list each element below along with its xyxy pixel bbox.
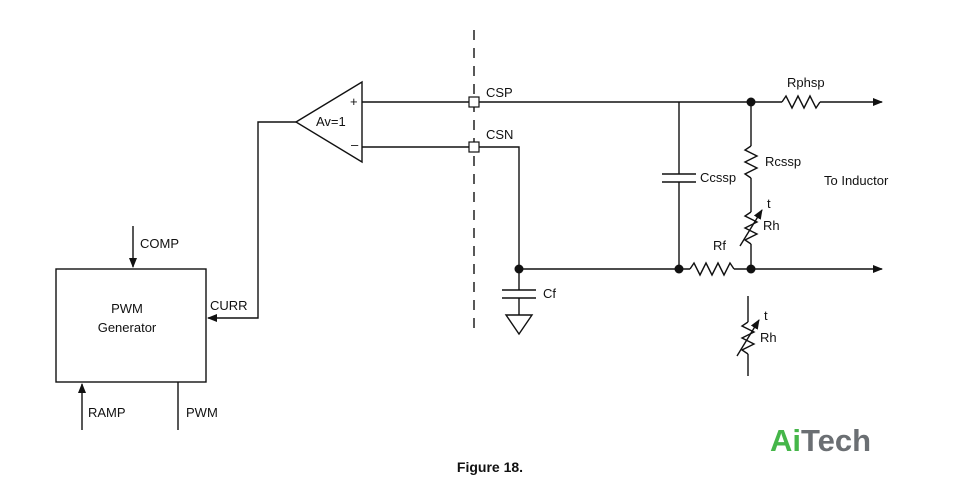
junction-dot — [674, 264, 684, 274]
rh-lower-label: Rh — [760, 330, 777, 345]
rh-thermistor-lower — [740, 321, 756, 355]
amplifier-minus: – — [351, 137, 359, 152]
logo-ai-text: Ai — [770, 423, 801, 458]
csn-pin — [468, 141, 480, 153]
csp-pin — [468, 96, 480, 108]
to-inductor-label: To Inductor — [824, 173, 889, 188]
ground-icon — [504, 314, 534, 336]
rh-thermistor-upper-arrow — [739, 209, 763, 247]
junction-dot — [746, 264, 756, 274]
aitech-logo: AiTech — [770, 423, 871, 458]
rh-thermistor-lower-arrow — [736, 319, 760, 357]
curr-label: CURR — [210, 298, 248, 313]
rh-thermistor-upper — [743, 211, 759, 245]
csn-wire — [362, 146, 520, 269]
pwm-generator-block — [55, 268, 207, 383]
rphsp-resistor — [781, 94, 821, 110]
csp-label: CSP — [486, 85, 513, 100]
csn-label: CSN — [486, 127, 513, 142]
pwm-generator-label-line2: Generator — [98, 320, 157, 335]
rh-upper-t-label: t — [767, 196, 771, 211]
amplifier-plus: + — [350, 94, 358, 109]
rphsp-label: Rphsp — [787, 75, 825, 90]
logo-tech-text: Tech — [801, 423, 871, 458]
rcssp-resistor — [743, 145, 759, 179]
rh-upper-label: Rh — [763, 218, 780, 233]
junction-dot — [514, 264, 524, 274]
rf-label: Rf — [713, 238, 726, 253]
figure-caption: Figure 18. — [457, 459, 523, 475]
ramp-label: RAMP — [88, 405, 126, 420]
pwm-label: PWM — [186, 405, 218, 420]
curr-wire — [207, 121, 296, 322]
ccssp-label: Ccssp — [700, 170, 736, 185]
pwm-generator-label-line1: PWM — [111, 301, 143, 316]
comp-label: COMP — [140, 236, 179, 251]
rh-lower-t-label: t — [764, 308, 768, 323]
amplifier-label: Av=1 — [316, 114, 346, 129]
amplifier-triangle — [294, 80, 363, 164]
cf-label: Cf — [543, 286, 556, 301]
rf-resistor — [689, 261, 735, 277]
junction-dot — [746, 97, 756, 107]
rcssp-label: Rcssp — [765, 154, 801, 169]
